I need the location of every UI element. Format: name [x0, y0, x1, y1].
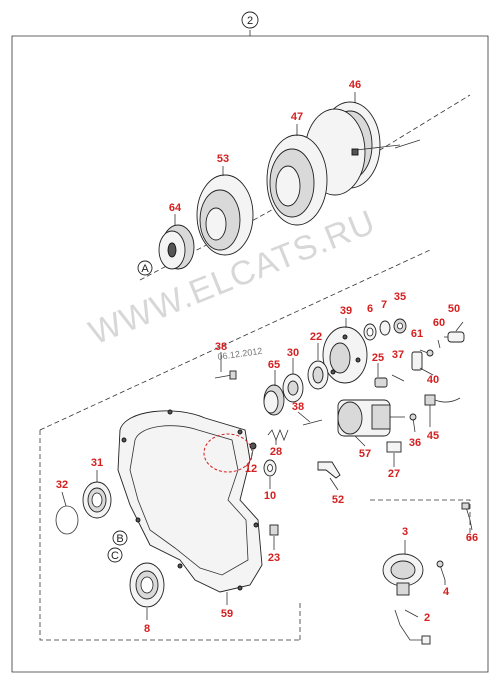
- part-65-gear[interactable]: [263, 384, 285, 416]
- label-60[interactable]: 60: [433, 317, 445, 329]
- label-12[interactable]: 12: [245, 463, 257, 475]
- label-36[interactable]: 36: [409, 437, 421, 449]
- label-47[interactable]: 47: [291, 111, 303, 123]
- part-53-clutch-hub[interactable]: [196, 174, 254, 256]
- part-22-bearing[interactable]: [307, 360, 329, 390]
- part-64-gear[interactable]: [158, 224, 195, 270]
- label-28[interactable]: 28: [270, 446, 282, 458]
- label-59[interactable]: 59: [221, 608, 233, 620]
- label-22[interactable]: 22: [310, 331, 322, 343]
- label-64[interactable]: 64: [169, 202, 182, 214]
- label-27[interactable]: 27: [388, 468, 400, 480]
- label-3[interactable]: 3: [402, 526, 408, 538]
- label-31[interactable]: 31: [91, 457, 103, 469]
- part-61-bolt[interactable]: [419, 349, 434, 357]
- part-8-bearing[interactable]: [129, 562, 165, 608]
- part-47-clutch-plate[interactable]: [266, 134, 328, 226]
- label-40[interactable]: 40: [427, 374, 439, 386]
- part-37-pin[interactable]: [391, 374, 405, 382]
- view-ref-a-label: A: [141, 263, 149, 275]
- label-38-upper[interactable]: 38: [215, 341, 227, 353]
- view-ref-c-label: C: [111, 550, 119, 562]
- part-7-washer[interactable]: [379, 320, 391, 336]
- part-6-washer[interactable]: [363, 323, 377, 341]
- view-ref-b[interactable]: B: [112, 530, 128, 546]
- part-46-clutch-coil[interactable]: [304, 101, 421, 196]
- part-45-wire-bracket[interactable]: [424, 394, 461, 406]
- label-61[interactable]: 61: [411, 328, 423, 340]
- label-4[interactable]: 4: [443, 586, 450, 598]
- part-10-seal[interactable]: [263, 459, 277, 477]
- part-4-bolt[interactable]: [436, 560, 446, 581]
- label-23[interactable]: 23: [268, 552, 280, 564]
- part-35-nut[interactable]: [393, 318, 407, 334]
- label-32[interactable]: 32: [56, 479, 68, 491]
- part-40-lever[interactable]: [411, 351, 423, 371]
- part-27-bracket[interactable]: [386, 441, 402, 453]
- part-number-labels: 46 47 53 64 39 6 7 35 50 60 61 38 22 30 …: [56, 79, 478, 635]
- label-37[interactable]: 37: [392, 349, 404, 361]
- label-50[interactable]: 50: [448, 303, 460, 315]
- part-52-shift-fork[interactable]: [317, 461, 341, 479]
- label-52[interactable]: 52: [332, 494, 344, 506]
- part-39-flange[interactable]: [322, 326, 368, 384]
- part-25-clip[interactable]: [374, 377, 388, 388]
- part-30-bearing[interactable]: [282, 373, 304, 403]
- label-53[interactable]: 53: [217, 153, 229, 165]
- part-28-spring[interactable]: [267, 428, 289, 442]
- part-36-bolt[interactable]: [409, 413, 417, 433]
- label-25[interactable]: 25: [372, 352, 384, 364]
- part-57-actuator[interactable]: [337, 399, 405, 437]
- label-65[interactable]: 65: [268, 359, 280, 371]
- leader-lines: [61, 92, 473, 620]
- label-45[interactable]: 45: [427, 430, 439, 442]
- part-23-plug[interactable]: [269, 524, 279, 536]
- label-30[interactable]: 30: [287, 347, 299, 359]
- part-3-sensor-housing[interactable]: [382, 553, 424, 596]
- view-ref-c[interactable]: C: [107, 547, 123, 563]
- assembly-ref-callout[interactable]: 2: [241, 11, 259, 29]
- label-35[interactable]: 35: [394, 291, 406, 303]
- label-57[interactable]: 57: [359, 448, 371, 460]
- label-39[interactable]: 39: [340, 305, 352, 317]
- part-2-sensor-wire[interactable]: [394, 609, 431, 645]
- part-12-check-ball[interactable]: [249, 442, 257, 450]
- label-38-lower[interactable]: 38: [292, 401, 304, 413]
- label-6[interactable]: 6: [367, 303, 373, 315]
- label-10[interactable]: 10: [264, 490, 276, 502]
- label-8[interactable]: 8: [144, 623, 150, 635]
- part-50-sensor[interactable]: [444, 331, 465, 343]
- clutch-axis: [39, 94, 471, 641]
- part-38-bolt-lower[interactable]: [302, 419, 323, 426]
- part-66-bolt[interactable]: [461, 502, 471, 521]
- label-2[interactable]: 2: [424, 612, 430, 624]
- part-32-snap-ring[interactable]: [55, 505, 79, 535]
- assembly-ref-number: 2: [247, 15, 253, 27]
- part-38-bolt-upper[interactable]: [214, 370, 237, 380]
- label-66[interactable]: 66: [466, 532, 478, 544]
- label-46[interactable]: 46: [349, 79, 361, 91]
- part-31-bearing[interactable]: [82, 481, 112, 519]
- assembly-border: [11, 30, 489, 673]
- view-ref-a[interactable]: A: [137, 260, 153, 276]
- label-7[interactable]: 7: [381, 299, 387, 311]
- part-60-pin[interactable]: [437, 339, 441, 349]
- view-ref-b-label: B: [116, 533, 123, 545]
- part-59-case-housing[interactable]: [117, 409, 263, 593]
